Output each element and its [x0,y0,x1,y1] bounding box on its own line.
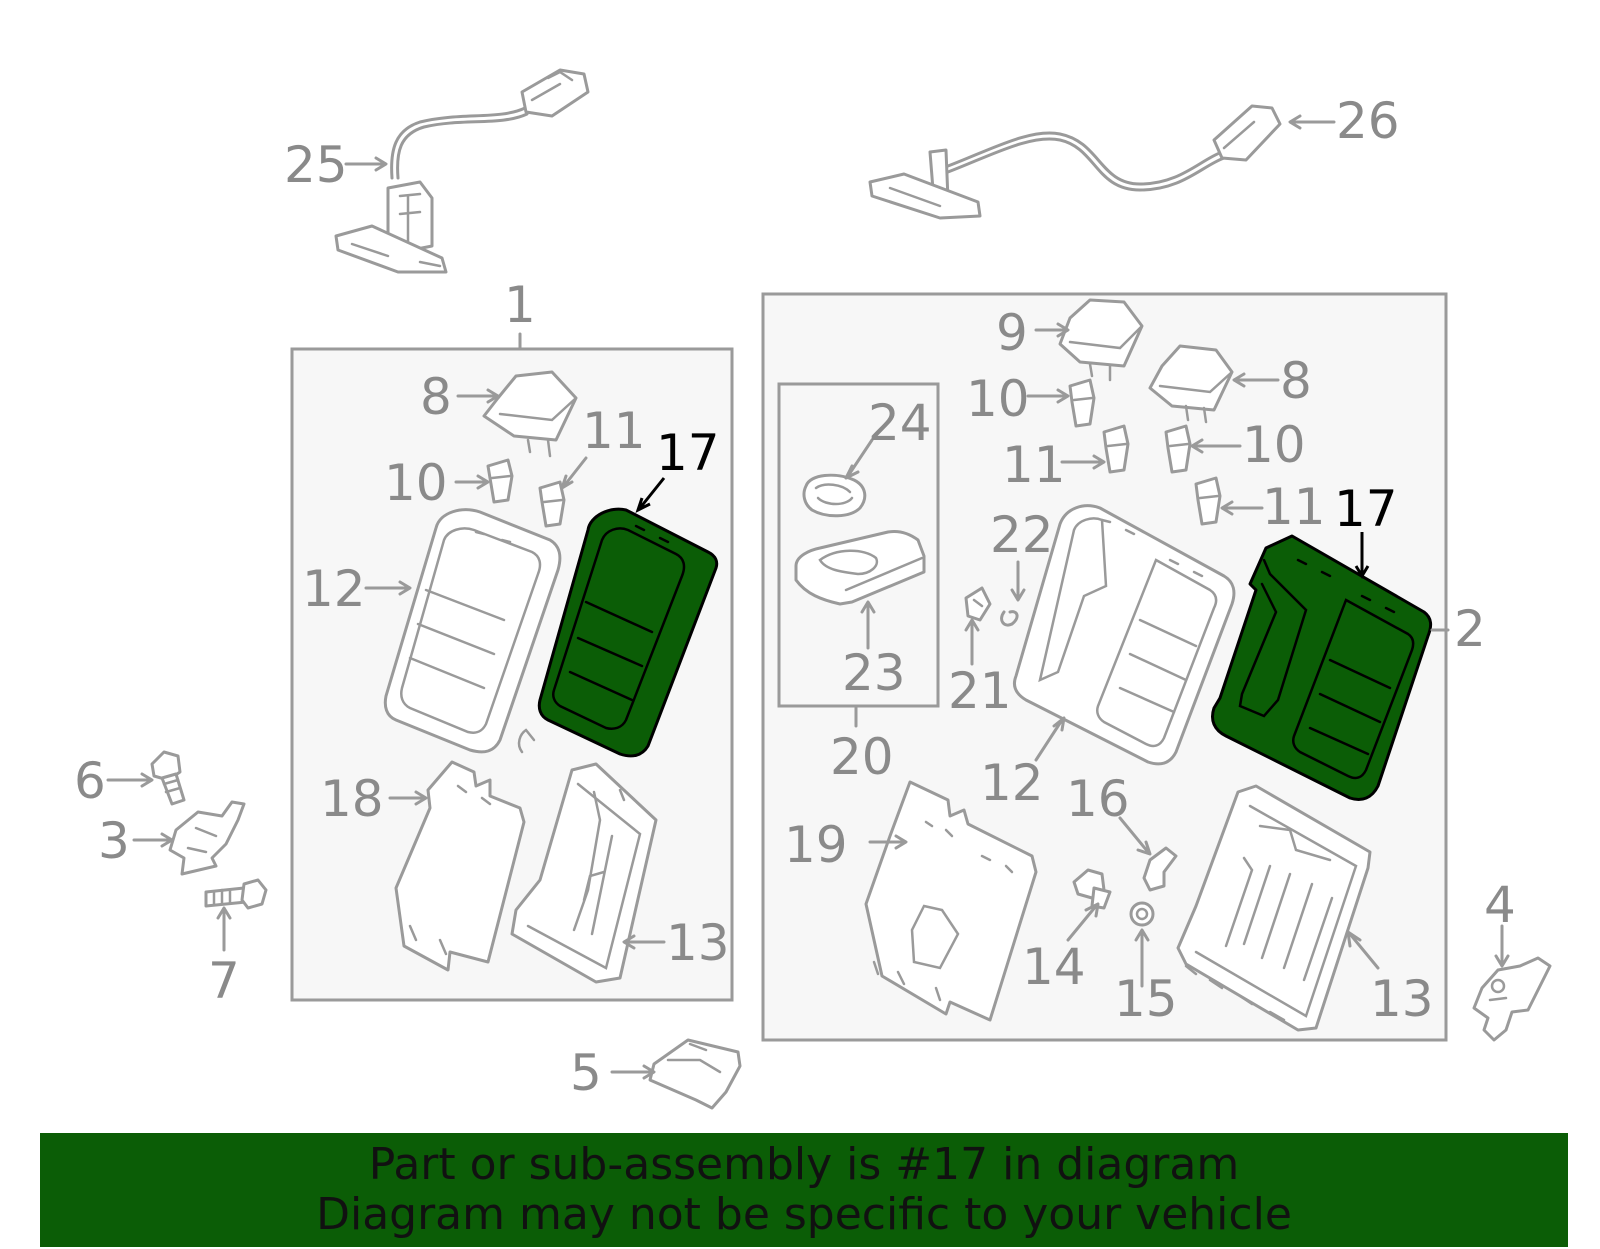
callout-2: 2 [1454,600,1486,658]
callout-6: 6 [74,752,106,810]
callout-26: 26 [1336,92,1400,150]
callout-21: 21 [948,662,1012,720]
part-23-armrest-cushion [794,530,926,606]
part-22-hook [1000,610,1019,627]
callout-10-right-a: 10 [966,370,1030,428]
callout-14: 14 [1022,938,1086,996]
callout-4: 4 [1484,876,1516,934]
callout-1: 1 [504,276,536,334]
part-10-right-clip-a [1068,378,1096,428]
part-11-left-clip [538,480,566,528]
callout-19: 19 [784,816,848,874]
part-24-cup-holder [802,473,867,518]
callout-11-right-b: 11 [1262,478,1326,536]
leader-lines-highlight [635,477,1370,579]
callout-20: 20 [830,728,894,786]
part-25-release-cable [334,68,590,274]
part-14-bolt [1072,868,1112,910]
callout-8-left: 8 [420,368,452,426]
callout-23: 23 [842,644,906,702]
part-8-left-headrest-guide [482,370,578,458]
part-11-right-clip-a [1102,424,1130,474]
part-12-right-seatback-cover [1012,504,1236,766]
callout-12-left: 12 [302,560,366,618]
part-17-left-seatback-pad[interactable] [537,507,719,758]
part-26-release-cable [868,104,1282,220]
part-7-bolt [204,878,268,910]
leader-lines [106,114,1510,1080]
callout-11-right-a: 11 [1002,436,1066,494]
part-16-clip [1142,846,1178,892]
callout-10-right-b: 10 [1242,416,1306,474]
left-pad-shape[interactable] [537,507,719,758]
callout-17-left: 17 [656,424,720,482]
part-4-bracket [1472,956,1552,1042]
callout-24: 24 [868,394,932,452]
info-banner: Part or sub-assembly is #17 in diagram D… [40,1133,1568,1247]
callout-12-right: 12 [980,754,1044,812]
callout-13-left: 13 [666,914,730,972]
part-21-clip [964,586,992,622]
part-18-left-panel [394,760,526,972]
callout-16: 16 [1066,770,1130,828]
part-13-left-seatback-frame [510,762,658,984]
part-10-left-clip [486,458,514,504]
part-17-right-seatback-pad[interactable] [1211,534,1433,801]
callout-18: 18 [320,770,384,828]
right-pad-shape[interactable] [1211,534,1433,801]
callout-22: 22 [990,506,1054,564]
banner-line-2: Diagram may not be specific to your vehi… [316,1189,1292,1240]
callout-11-left: 11 [582,402,646,460]
callout-25: 25 [284,136,348,194]
banner-line-1: Part or sub-assembly is #17 in diagram [368,1139,1240,1190]
callout-10-left: 10 [384,454,448,512]
callout-3: 3 [98,812,130,870]
part-9-right-headrest-guide [1058,298,1144,382]
callout-13-right: 13 [1370,970,1434,1028]
callout-5: 5 [570,1044,602,1102]
part-8-right-headrest-guide [1148,344,1234,424]
part-10-right-clip-b [1164,424,1192,474]
part-13-right-seatback-frame [1176,784,1372,1032]
part-6-bolt [150,750,186,806]
part-19-right-panel [864,780,1038,1022]
part-15-nut [1129,901,1155,927]
part-11-right-clip-b [1194,476,1222,526]
callout-9: 9 [996,304,1028,362]
part-3-latch-bracket [168,800,246,876]
callout-17-right: 17 [1334,480,1398,538]
part-5-bracket [648,1038,742,1110]
callout-15: 15 [1114,970,1178,1028]
callout-8-right: 8 [1280,352,1312,410]
part-12-left-seatback-cover [383,508,562,754]
callout-7: 7 [208,952,240,1010]
